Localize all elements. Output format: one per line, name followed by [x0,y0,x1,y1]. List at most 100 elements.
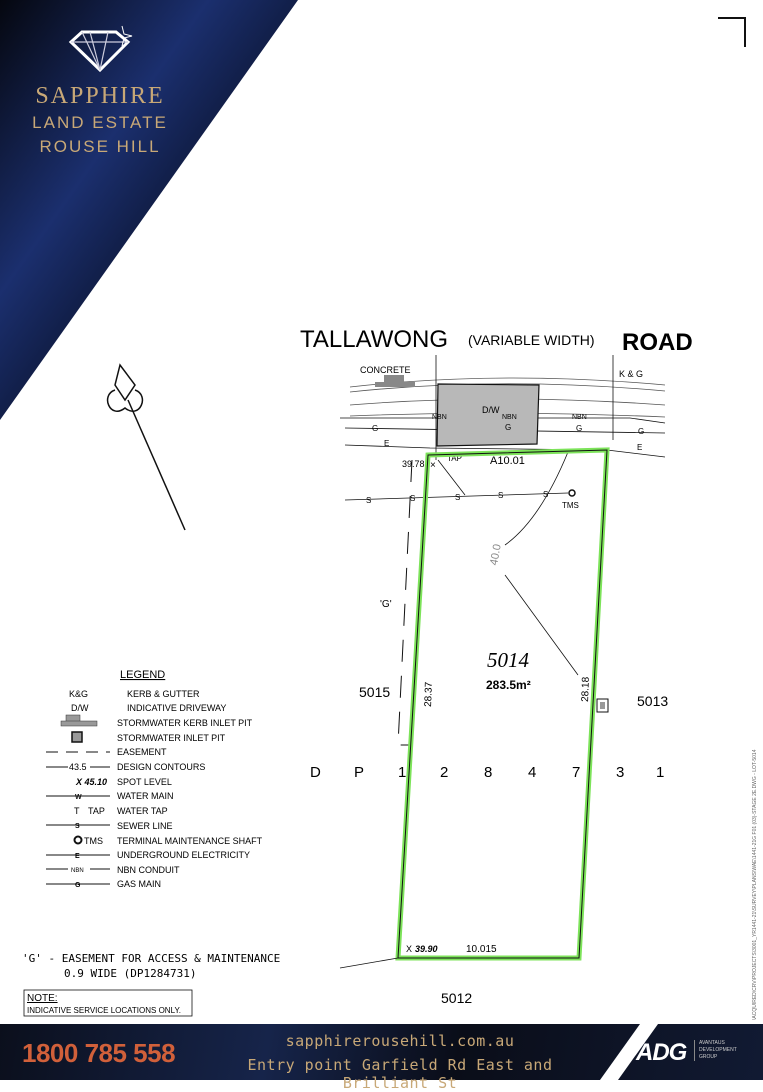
stormwater-kerb-pit-icon [384,375,404,383]
adg-logo: ADG [636,1039,687,1066]
legend-symbol: TAP [88,806,105,816]
legend-label: NBN CONDUIT [117,865,180,875]
legend-label: KERB & GUTTER [127,689,200,699]
easement-note-line-1: 'G' - EASEMENT FOR ACCESS & MAINTENANCE [22,952,280,965]
adg-sub-3: GROUP [699,1054,718,1060]
gas-label-2: G [505,423,511,432]
sewer-label-5: S [543,490,548,499]
legend-symbol: S [75,823,80,830]
phone-number[interactable]: 1800 785 558 [22,1038,176,1068]
legend: LEGEND K&G KERB & GUTTER D/W INDICATIVE … [46,669,263,889]
lot-boundary-inner [397,449,608,959]
legend-label: WATER MAIN [117,791,174,801]
tap-icon: T [74,806,80,816]
kerb-pit-base [375,382,415,387]
entry-point: Entry point Garfield Rd East and Brillia… [247,1056,553,1092]
note-box [23,989,193,1017]
neighbour-lot-left: 5015 [359,684,390,700]
north-arrow-icon [106,363,186,531]
sewer-line [344,492,569,501]
tms-icon [568,489,576,497]
pit-inner [600,702,605,709]
gas-label-4: G [638,427,644,436]
legend-label: STORMWATER KERB INLET PIT [117,718,253,728]
lot-area: 283.5m² [486,678,531,692]
electricity-label-2: E [637,443,642,452]
road-width-note: (VARIABLE WIDTH) [468,332,595,348]
legend-label: TERMINAL MAINTENANCE SHAFT [117,836,263,846]
dp-char: P [354,764,364,781]
legend-title: LEGEND [120,669,165,681]
brand-name: SAPPHIRE [35,83,165,109]
electricity-label-1: E [384,439,389,448]
sewer-label-1: S [366,496,371,505]
sewer-label-3: S [455,493,460,502]
road-name-2: ROAD [622,329,693,356]
nbn-line [340,417,666,424]
contour-line-2 [504,574,579,676]
dp-char: 1 [398,764,406,781]
legend-label: STORMWATER INLET PIT [117,733,226,743]
legend-symbol: E [75,853,80,860]
nbn-label-3: NBN [572,414,587,421]
corner-mark [718,17,746,47]
gas-label-1: G [372,424,378,433]
dp-char: 8 [484,764,492,781]
dp-char: 1 [656,764,664,781]
neighbour-lot-rear: 5012 [441,990,472,1006]
dp-char: 2 [440,764,448,781]
gas-label-3: G [576,424,582,433]
boundary-extension [339,957,399,969]
nbn-service-line [437,459,466,496]
driveway-label: D/W [482,405,500,415]
dp-char: 4 [528,764,536,781]
legend-symbol: NBN [71,868,84,874]
lot-number: 5014 [487,648,530,672]
easement-line [397,459,413,746]
website-link[interactable]: sapphirerousehill.com.au [285,1032,515,1050]
dp-char: D [310,764,321,781]
rear-length: 10.015 [466,944,497,955]
contour-line [504,451,569,546]
right-side-length: 28.18 [580,676,592,702]
legend-label: UNDERGROUND ELECTRICITY [117,850,250,860]
tap-label: TAP [447,454,462,463]
diamond-logo-icon [68,25,133,73]
area-code: A10.01 [490,455,525,467]
legend-symbol: G [75,882,81,889]
footer: 1800 785 558 sapphirerousehill.com.au En… [0,1024,763,1092]
legend-label: DESIGN CONTOURS [117,762,205,772]
legend-symbol: 43.5 [69,762,87,772]
nbn-label-1: NBN [432,414,447,421]
neighbour-lot-right: 5013 [637,693,668,709]
legend-label: INDICATIVE DRIVEWAY [127,703,226,713]
adg-sub-2: DEVELOPMENT [699,1047,737,1053]
white-slash [600,1024,658,1080]
tms-label: TMS [562,501,579,510]
kg-label: K & G [619,369,643,379]
legend-label: SPOT LEVEL [117,777,172,787]
legend-label: EASEMENT [117,747,167,757]
header-background [0,0,746,420]
electricity-line [344,444,666,458]
adg-sub-1: AVANTAUS [699,1040,725,1046]
concrete-label: CONCRETE [360,365,411,375]
dp-char: 7 [572,764,580,781]
legend-symbol: K&G [69,689,88,699]
silk-banner [0,0,298,420]
road-name-1: TALLAWONG [300,326,448,353]
tms-legend-icon [73,835,83,845]
dp-char: 3 [616,764,624,781]
legend-label: GAS MAIN [117,879,161,889]
spot-level-top: 39.78 [402,459,425,469]
spot-x-top: × [430,460,436,471]
legend-symbol: X 45.10 [75,777,107,787]
easement-note-line-2: 0.9 WIDE (DP1284731) [64,967,196,980]
site-plan: TALLAWONG (VARIABLE WIDTH) ROAD CONCRETE… [22,326,758,1020]
brand-line-2: ROUSE HILL [39,137,161,156]
legend-symbol: TMS [84,836,103,846]
legend-symbol: D/W [71,703,89,713]
sewer-label-4: S [498,491,503,500]
legend-label: WATER TAP [117,806,168,816]
left-side-length: 28.37 [423,681,435,707]
